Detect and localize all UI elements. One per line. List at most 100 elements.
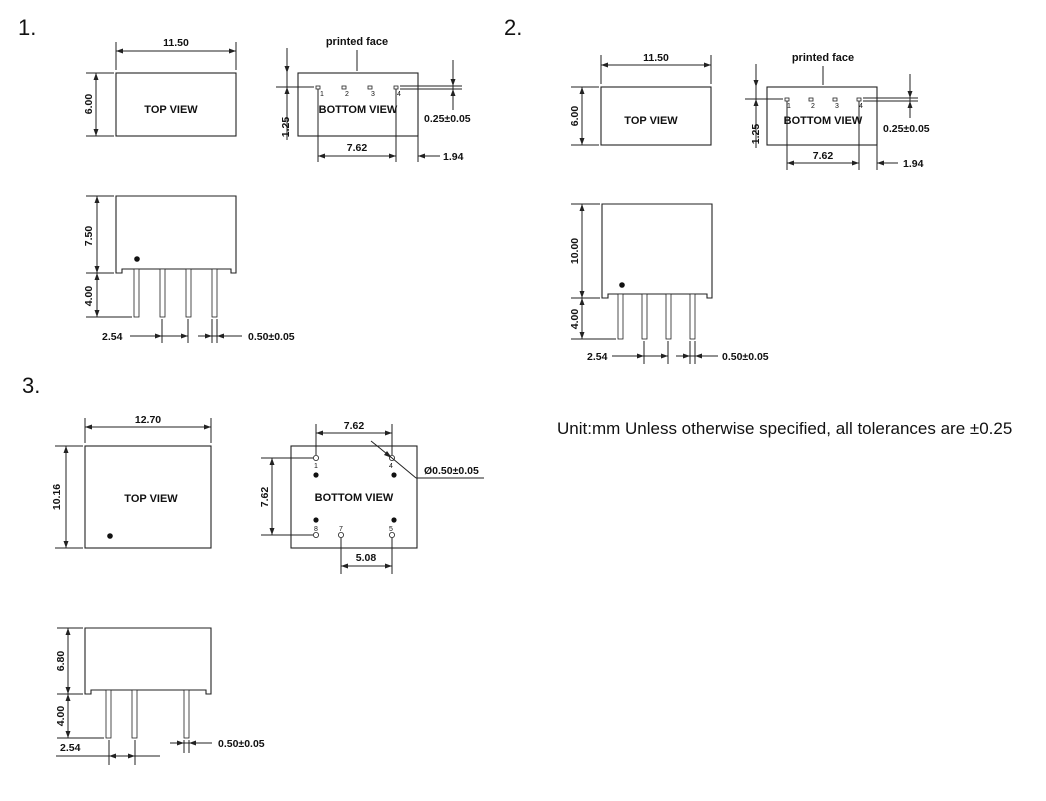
s3-pin-hole (337, 532, 344, 539)
s3-pin-dot (313, 472, 319, 478)
s2-pin-thickness-dim: 0.25±0.05 (883, 123, 930, 135)
s3-pin-number: 4 (389, 463, 393, 470)
s2-lead (617, 293, 624, 340)
s1-pin-pad (341, 85, 347, 90)
s2-pin-number: 4 (859, 103, 863, 110)
s1-top-view: TOP VIEW 11.50 6.00 (83, 37, 237, 137)
s3-pin-dot (391, 517, 397, 523)
s2-standoff-dim: 1.25 (750, 124, 762, 145)
s2-bottom-view-label: BOTTOM VIEW (784, 115, 863, 127)
s1-pin-number: 3 (371, 91, 375, 98)
s1-pin1-marker (134, 256, 140, 262)
s2-pin-pad (832, 97, 838, 102)
s1-pin-number: 1 (320, 91, 324, 98)
s3-height-dim: 10.16 (51, 484, 63, 510)
s3-pin-hole (312, 454, 319, 461)
s1-pin-thickness-dim: 0.25±0.05 (424, 113, 471, 125)
s2-pin-number: 1 (787, 103, 791, 110)
s3-pin-length-dim: 4.00 (55, 706, 67, 727)
s3-hole-dia-dim: Ø0.50±0.05 (424, 465, 479, 477)
s2-pin-span-dim: 7.62 (813, 150, 834, 162)
s3-pin-gap-dim: 5.08 (356, 552, 377, 564)
s3-top-view-body (84, 445, 212, 549)
s3-pin-number: 7 (339, 526, 343, 533)
s1-pin-pad (367, 85, 373, 90)
s3-pitch-dim: 2.54 (60, 742, 81, 754)
s3-pin-number: 8 (314, 526, 318, 533)
s1-pin-number: 2 (345, 91, 349, 98)
s3-pin-number: 5 (389, 526, 393, 533)
s1-width-dim: 11.50 (163, 37, 189, 49)
s1-standoff-dim: 1.25 (280, 117, 292, 138)
s3-pin-dot (313, 517, 319, 523)
s3-pin-hole (312, 532, 319, 539)
s2-side-view-body (601, 203, 713, 299)
s2-lead (689, 293, 696, 340)
s3-side-view-body (84, 627, 212, 695)
s1-side-view: 7.50 4.00 2.54 0.50±0.05 (83, 195, 295, 343)
s2-height-dim: 6.00 (569, 106, 581, 127)
s1-pin-pad (393, 85, 399, 90)
s3-pin-dot (391, 472, 397, 478)
s2-bottom-view: BOTTOM VIEW printed face 1 2 3 4 1.25 0.… (745, 52, 930, 170)
s1-pin-length-dim: 4.00 (83, 286, 95, 307)
s1-printed-face-label: printed face (326, 36, 388, 48)
s1-side-view-body (115, 195, 237, 274)
s2-lead (665, 293, 672, 340)
section-3-number: 3. (22, 373, 40, 398)
s2-pitch-dim: 2.54 (587, 351, 608, 363)
s1-top-view-body (115, 72, 237, 137)
s2-top-view-body (600, 86, 712, 146)
s3-lead (183, 689, 190, 739)
s1-lead (133, 268, 140, 318)
s2-pin-number: 2 (811, 103, 815, 110)
s3-body-height-dim: 6.80 (55, 651, 67, 672)
section-1-number: 1. (18, 15, 36, 40)
s3-top-view: TOP VIEW 12.70 10.16 (51, 414, 212, 549)
s3-pin-number: 1 (314, 463, 318, 470)
s2-printed-face-label: printed face (792, 52, 854, 64)
s3-pin-span-h-dim: 7.62 (344, 420, 365, 432)
s1-pin-span-dim: 7.62 (347, 142, 368, 154)
s3-top-view-label: TOP VIEW (124, 493, 178, 505)
s1-lead (211, 268, 218, 318)
s1-bottom-view-label: BOTTOM VIEW (319, 104, 398, 116)
s2-lead (641, 293, 648, 340)
s2-pin-pad (856, 97, 862, 102)
s3-pin1-marker (107, 533, 113, 539)
s2-pin-offset-dim: 1.94 (903, 158, 924, 170)
unit-note: Unit:mm Unless otherwise specified, all … (557, 419, 1013, 438)
s3-lead (131, 689, 138, 739)
s3-bottom-view-label: BOTTOM VIEW (315, 492, 394, 504)
s2-width-dim: 11.50 (643, 52, 669, 64)
s1-bottom-view: BOTTOM VIEW printed face 1 2 3 4 1.25 0.… (276, 36, 471, 163)
s2-pin1-marker (619, 282, 625, 288)
s3-pin-span-v-dim: 7.62 (259, 487, 271, 508)
s3-bottom-view-body (290, 445, 418, 549)
s3-side-view: 6.80 4.00 2.54 0.50±0.05 (55, 627, 265, 765)
s2-side-view: 10.00 4.00 2.54 0.50±0.05 (569, 203, 769, 364)
s2-body-height-dim: 10.00 (569, 238, 581, 264)
s2-top-view-label: TOP VIEW (624, 115, 678, 127)
s2-pin-width-dim: 0.50±0.05 (722, 351, 769, 363)
s1-height-dim: 6.00 (83, 94, 95, 115)
s2-pin-length-dim: 4.00 (569, 309, 581, 330)
s1-lead (159, 268, 166, 318)
s1-top-view-label: TOP VIEW (144, 104, 198, 116)
s1-pin-width-dim: 0.50±0.05 (248, 331, 295, 343)
s3-pin-width-dim: 0.50±0.05 (218, 738, 265, 750)
s1-lead (185, 268, 192, 318)
s2-pin-number: 3 (835, 103, 839, 110)
s3-lead (105, 689, 112, 739)
s3-width-dim: 12.70 (135, 414, 161, 426)
s2-pin-pad (784, 97, 790, 102)
s1-pin-number: 4 (397, 91, 401, 98)
section-2-number: 2. (504, 15, 522, 40)
s1-body-height-dim: 7.50 (83, 226, 95, 247)
s1-pitch-dim: 2.54 (102, 331, 123, 343)
s3-pin-hole (388, 532, 395, 539)
s3-bottom-view: BOTTOM VIEW 1 4 5 7 8 7.62 7.62 Ø0.50± (259, 420, 484, 574)
s2-pin-pad (808, 97, 814, 102)
s1-pin-pad (315, 85, 321, 90)
